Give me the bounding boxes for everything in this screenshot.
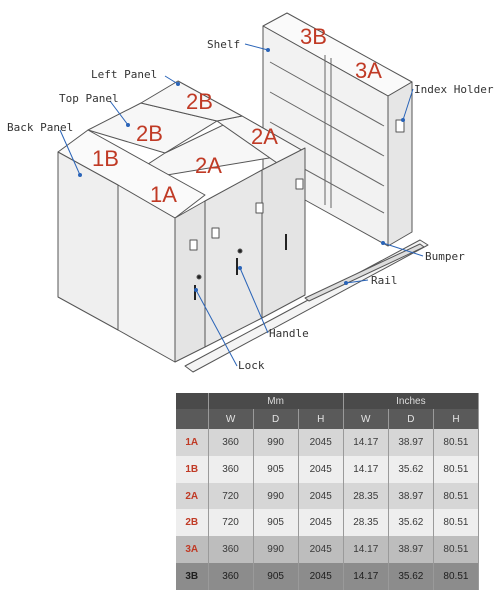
cell: 80.51 — [433, 563, 480, 590]
cell: 360 — [208, 563, 254, 590]
col-header-mm-d: D — [253, 409, 299, 429]
index-holder-2 — [211, 227, 220, 239]
unit2-front-a — [204, 169, 263, 348]
cell: 14.17 — [343, 536, 389, 564]
cell: 360 — [208, 455, 254, 483]
dimensions-table: Mm Inches W D H W D H 1A 360 990 2045 14… — [176, 393, 480, 590]
col-header-mm-h: H — [298, 409, 344, 429]
callout-bumper: Bumper — [425, 250, 465, 263]
corner-cell — [176, 393, 209, 409]
unit2-front-b — [261, 147, 306, 319]
table-row: 3B 360 905 2045 14.17 35.62 80.51 — [176, 563, 480, 590]
cell: 990 — [253, 536, 299, 564]
cell: 35.62 — [388, 563, 434, 590]
lock-2 — [237, 248, 243, 254]
cell: 905 — [253, 563, 299, 590]
lock-1 — [196, 274, 202, 280]
cell: 14.17 — [343, 455, 389, 483]
cell: 38.97 — [388, 482, 434, 510]
col-header-in-d: D — [388, 409, 434, 429]
table-row: 1A 360 990 2045 14.17 38.97 80.51 — [176, 429, 480, 456]
cell: 720 — [208, 482, 254, 510]
cabinet-drawing: Shelf Left Panel Top Panel Back Panel In… — [7, 12, 494, 373]
cell: 2045 — [298, 563, 344, 590]
handles — [194, 234, 287, 300]
cell: 360 — [208, 429, 254, 456]
table-row: 2A 720 990 2045 28.35 38.97 80.51 — [176, 482, 480, 510]
cell: 990 — [253, 429, 299, 456]
callout-handle: Handle — [269, 327, 309, 340]
callout-shelf: Shelf — [207, 38, 240, 51]
row-unit-label: 1A — [176, 429, 209, 456]
cell: 28.35 — [343, 509, 389, 537]
cell: 80.51 — [433, 536, 480, 564]
rail — [304, 243, 425, 302]
cell: 905 — [253, 455, 299, 483]
col-header-mm-w: W — [208, 409, 254, 429]
cell: 38.97 — [388, 429, 434, 456]
table-row: 2B 720 905 2045 28.35 35.62 80.51 — [176, 509, 480, 537]
label-2b-left: 2B — [186, 89, 213, 114]
column-header-row: W D H W D H — [176, 409, 480, 429]
row-unit-label: 3B — [176, 563, 209, 590]
cell: 720 — [208, 509, 254, 537]
cell: 14.17 — [343, 563, 389, 590]
cell: 2045 — [298, 455, 344, 483]
row-unit-label: 1B — [176, 455, 209, 483]
header-inches: Inches — [343, 393, 480, 409]
label-2b-right: 2B — [136, 121, 163, 146]
table-row: 1B 360 905 2045 14.17 35.62 80.51 — [176, 455, 480, 483]
col-header-in-h: H — [433, 409, 480, 429]
cell: 80.51 — [433, 429, 480, 456]
label-3a: 3A — [355, 58, 382, 83]
corner-cell-2 — [176, 409, 209, 429]
unit3-front — [387, 81, 413, 247]
index-holder-1 — [189, 239, 198, 251]
cell: 35.62 — [388, 455, 434, 483]
callout-back-panel: Back Panel — [7, 121, 73, 134]
cell: 990 — [253, 482, 299, 510]
header-mm: Mm — [208, 393, 344, 409]
cell: 2045 — [298, 429, 344, 456]
cell: 80.51 — [433, 509, 480, 537]
index-holder-4 — [295, 178, 304, 190]
cell: 2045 — [298, 509, 344, 537]
unit1-front — [174, 200, 206, 363]
cell: 905 — [253, 509, 299, 537]
unit-group-header-row: Mm Inches — [176, 393, 480, 409]
row-unit-label: 2A — [176, 482, 209, 510]
callout-lock: Lock — [238, 359, 265, 372]
label-1b: 1B — [92, 146, 119, 171]
index-holder-3a — [395, 119, 405, 133]
cell: 2045 — [298, 536, 344, 564]
callout-left-panel: Left Panel — [91, 68, 157, 81]
callout-index-holder: Index Holder — [414, 83, 494, 96]
label-3b: 3B — [300, 24, 327, 49]
cabinet-diagram: Shelf Left Panel Top Panel Back Panel In… — [7, 12, 494, 373]
cell: 28.35 — [343, 482, 389, 510]
cell: 14.17 — [343, 429, 389, 456]
label-1a: 1A — [150, 182, 177, 207]
row-unit-label: 2B — [176, 509, 209, 537]
unit2b-top-b — [140, 80, 243, 122]
callout-top-panel: Top Panel — [59, 92, 119, 105]
cell: 80.51 — [433, 482, 480, 510]
cell: 2045 — [298, 482, 344, 510]
cell: 80.51 — [433, 455, 480, 483]
table-row: 3A 360 990 2045 14.17 38.97 80.51 — [176, 536, 480, 564]
cell: 38.97 — [388, 536, 434, 564]
col-header-in-w: W — [343, 409, 389, 429]
row-unit-label: 3A — [176, 536, 209, 564]
index-holder-3 — [255, 202, 264, 214]
callout-rail: Rail — [371, 274, 398, 287]
label-2a-front: 2A — [195, 153, 222, 178]
label-2a-top: 2A — [251, 124, 278, 149]
cell: 35.62 — [388, 509, 434, 537]
cell: 360 — [208, 536, 254, 564]
